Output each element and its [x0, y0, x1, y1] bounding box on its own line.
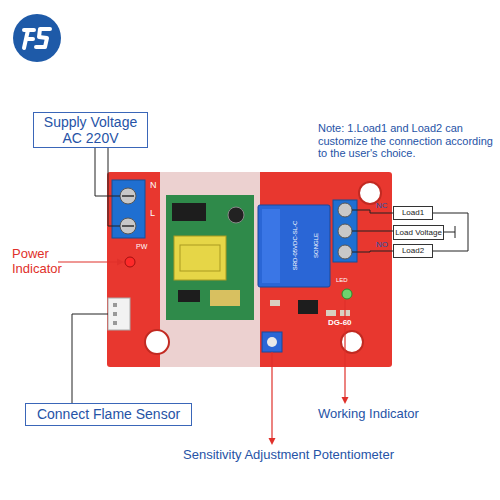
terminal-screw [338, 203, 352, 217]
terminal-screw [120, 188, 136, 204]
pot-knob [267, 337, 277, 347]
load-wire [352, 251, 393, 252]
silkscreen-text: DG-60 [328, 318, 368, 327]
connector-pin [113, 312, 117, 316]
callout-label: Power Indicator [12, 247, 82, 277]
load-box: Load1 [393, 206, 433, 220]
smd-part [270, 300, 280, 306]
smd-part [326, 310, 336, 316]
node-text: Load1 [402, 208, 424, 217]
pot-body [262, 332, 282, 352]
relay-marking: SONGLE [313, 202, 320, 288]
callout-arrow [344, 300, 345, 398]
terminal-screw [338, 245, 352, 259]
node-text: Connect Flame Sensor [37, 406, 180, 422]
silkscreen-text: PW [136, 243, 156, 251]
power-chip [172, 203, 206, 221]
load-wire [352, 231, 393, 232]
arrow-head [342, 397, 349, 404]
supply-terminal [112, 180, 145, 238]
capacitor [210, 290, 240, 306]
rectifier [178, 290, 200, 302]
transformer-core [180, 245, 220, 271]
comparator-chip [298, 300, 318, 314]
callout-arrow [271, 352, 272, 439]
load-box: Load Voltage [393, 225, 444, 240]
connector-pin [113, 321, 117, 325]
mounting-hole [341, 331, 363, 353]
load-wire [455, 226, 456, 238]
potentiometer [262, 332, 282, 352]
plastic-spacer [160, 172, 260, 367]
callout-box: Connect Flame Sensor [25, 403, 192, 426]
silkscreen-text: L [150, 208, 162, 218]
connector-housing [108, 298, 130, 330]
arrow-head [269, 438, 276, 445]
pin-name: NC [376, 201, 392, 210]
working-led [342, 289, 352, 299]
terminal-screw [338, 224, 352, 238]
leader-line [108, 148, 120, 226]
pcb-board [107, 172, 392, 367]
load-wire [444, 232, 455, 233]
terminal-screw [120, 218, 136, 234]
relay-marking: SRD-05VDC-SL-C [292, 202, 299, 288]
logo-mark [24, 30, 34, 48]
terminal-block [112, 180, 145, 238]
wire-connector [433, 213, 468, 251]
transformer [174, 236, 226, 280]
callout-label: Working Indicator [318, 407, 468, 422]
callout-box: Supply Voltage AC 220V [33, 112, 148, 148]
node-text: Supply Voltage AC 220V [34, 114, 147, 146]
leader-lines [72, 148, 455, 403]
mounting-hole [359, 182, 381, 204]
load-wire [352, 210, 393, 213]
logo-disc [13, 14, 61, 62]
power-module [166, 195, 254, 320]
pin-name: NO [376, 240, 392, 249]
leader-line [72, 314, 108, 403]
relay-face [262, 209, 280, 283]
silkscreen-text: N [150, 180, 162, 190]
callout-label: Sensitivity Adjustment Potentiometer [183, 448, 483, 463]
silkscreen-text: LED [336, 277, 360, 284]
logo-mark [36, 29, 50, 47]
connector-pin [113, 303, 117, 307]
power-led [125, 257, 135, 267]
node-text: Load Voltage [395, 228, 442, 237]
load-box: Load2 [393, 244, 433, 258]
capacitor [228, 207, 244, 223]
callout-arrow [58, 261, 119, 262]
brand-logo [13, 14, 61, 62]
screw-slot [122, 225, 134, 227]
sensor-connector [108, 298, 130, 330]
module-pcb [166, 195, 254, 320]
node-text: Load2 [402, 246, 424, 255]
mounting-hole [145, 330, 169, 354]
note-text: Note: 1.Load1 and Load2 can customize th… [318, 122, 498, 160]
screw-slot [122, 195, 134, 197]
arrow-head [117, 259, 124, 266]
